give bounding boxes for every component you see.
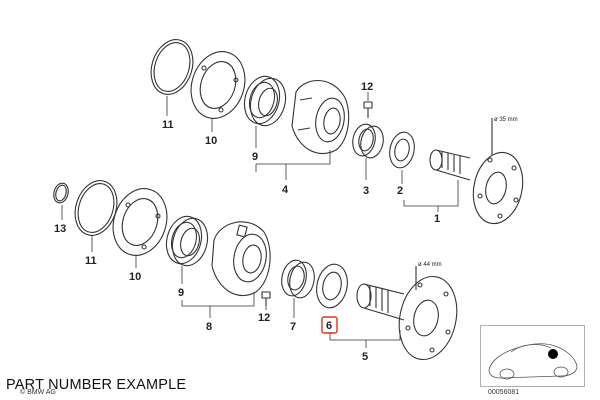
callout-11-upper: 11 [162,119,174,131]
callout-9-upper: 9 [252,151,258,163]
part-11-upper-ring [150,39,194,95]
callout-5: 5 [362,351,368,363]
callout-1: 1 [434,213,440,225]
part-12-upper-bolt [363,101,373,118]
callout-7: 7 [290,321,296,333]
part-3-seal [352,123,384,159]
car-outline-icon [488,343,578,380]
part-12-lower-bolt [261,291,271,306]
callout-11-lower: 11 [85,255,97,267]
part-2-ring [389,131,415,169]
part-13-ring [53,182,69,204]
callout-12-upper: 12 [361,81,373,93]
part-5-output-flange [356,275,458,361]
callout-12-lower: 12 [258,312,270,324]
caption-text: PART NUMBER EXAMPLE [6,377,187,393]
part-7-seal [281,259,315,299]
callout-8: 8 [206,321,212,333]
callout-10-lower: 10 [129,271,141,283]
callout-13: 13 [54,223,66,235]
dimension-label-lower: ø 44 mm [418,262,442,268]
vehicle-location-thumbnail [480,325,585,387]
part-9-lower-bearing [165,215,209,267]
part-10-lower-plate [112,188,168,256]
callout-9-lower: 9 [178,287,184,299]
upper-housing-cover [291,80,350,155]
part-9-upper-bearing [243,75,287,127]
part-11-lower-ring [74,180,118,236]
callout-3: 3 [363,185,369,197]
callout-4: 4 [282,184,289,196]
part-1-output-flange [429,149,524,225]
part-10-upper-plate [190,51,246,119]
part-6-ring [316,263,348,309]
dimension-label-upper: ø 35 mm [494,117,518,123]
highlight-box-part-6 [321,316,338,334]
copyright-text: © BMW AG [20,389,56,396]
location-marker [548,349,558,359]
lower-housing-cover [211,221,271,297]
callout-2: 2 [397,185,403,197]
callout-10-upper: 10 [205,135,217,147]
document-number: 00056081 [488,389,520,396]
leader-lines [61,92,459,348]
callout-6: 6 [326,320,332,332]
